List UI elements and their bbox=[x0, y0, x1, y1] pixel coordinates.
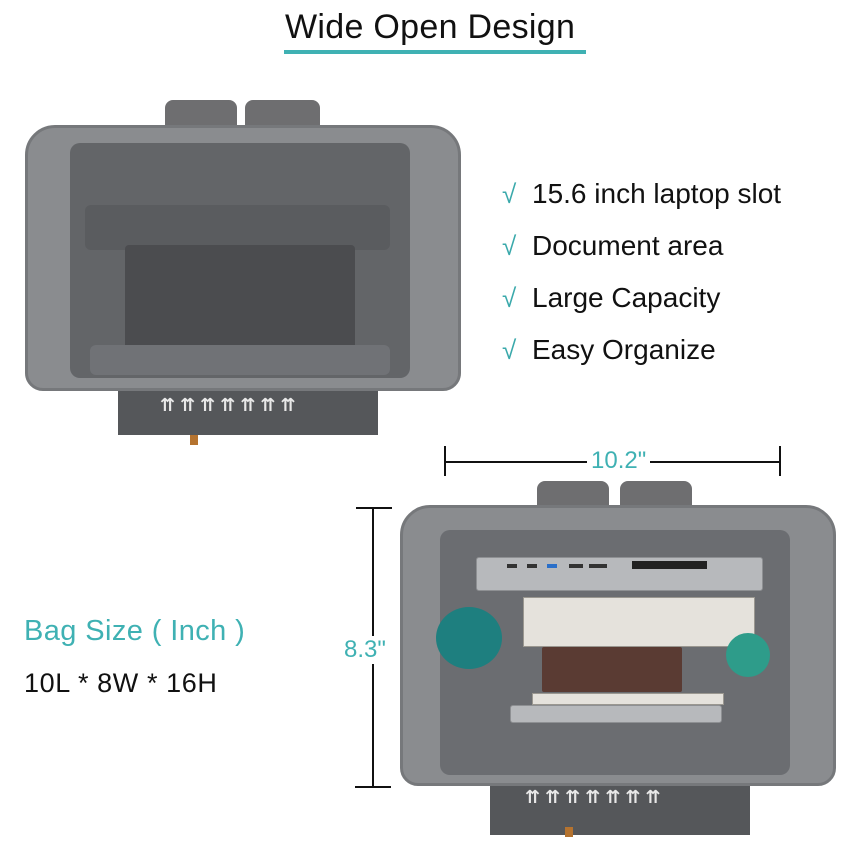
height-dimension-label: 8.3" bbox=[344, 636, 386, 664]
leather-tag bbox=[190, 435, 198, 445]
check-icon: √ bbox=[502, 334, 517, 365]
feature-item: √ Easy Organize bbox=[502, 324, 781, 376]
bag-size-value: 10L * 8W * 16H bbox=[24, 668, 218, 698]
folded-umbrella bbox=[726, 633, 770, 677]
feature-label: 15.6 inch laptop slot bbox=[532, 178, 782, 209]
feature-label: Document area bbox=[532, 230, 724, 261]
arrow-pattern-icon: ⇈ ⇈ ⇈ ⇈ ⇈ ⇈ ⇈ bbox=[525, 787, 661, 807]
feature-item: √ Large Capacity bbox=[502, 272, 781, 324]
width-dimension-label: 10.2" bbox=[587, 447, 651, 475]
check-icon: √ bbox=[502, 282, 517, 313]
laptop-top bbox=[476, 557, 763, 591]
check-icon: √ bbox=[502, 230, 517, 261]
water-bottle bbox=[436, 607, 502, 669]
arrow-print-fabric bbox=[118, 385, 378, 435]
laptop-slot-pocket bbox=[85, 205, 390, 250]
feature-label: Easy Organize bbox=[532, 334, 716, 365]
filled-bag-image: ⇈ ⇈ ⇈ ⇈ ⇈ ⇈ ⇈ bbox=[400, 475, 850, 840]
front-pocket bbox=[90, 345, 390, 375]
feature-label: Large Capacity bbox=[532, 282, 721, 313]
empty-bag-image: ⇈ ⇈ ⇈ ⇈ ⇈ ⇈ ⇈ bbox=[20, 95, 470, 455]
feature-item: √ Document area bbox=[502, 220, 781, 272]
feature-item: √ 15.6 inch laptop slot bbox=[502, 168, 781, 220]
papers bbox=[532, 693, 724, 705]
laptop-bottom bbox=[510, 705, 722, 723]
bag-size-label: Bag Size ( Inch ) bbox=[24, 615, 246, 647]
leather-tag bbox=[565, 827, 573, 837]
page-title: Wide Open Design bbox=[285, 8, 576, 46]
book-stack bbox=[523, 597, 755, 647]
arrow-pattern-icon: ⇈ ⇈ ⇈ ⇈ ⇈ ⇈ ⇈ bbox=[160, 395, 296, 415]
notebook bbox=[542, 647, 682, 692]
check-icon: √ bbox=[502, 178, 517, 209]
arrow-print-fabric bbox=[490, 780, 750, 835]
main-compartment bbox=[125, 245, 355, 350]
title-underline bbox=[284, 50, 586, 54]
feature-list: √ 15.6 inch laptop slot √ Document area … bbox=[502, 168, 781, 376]
